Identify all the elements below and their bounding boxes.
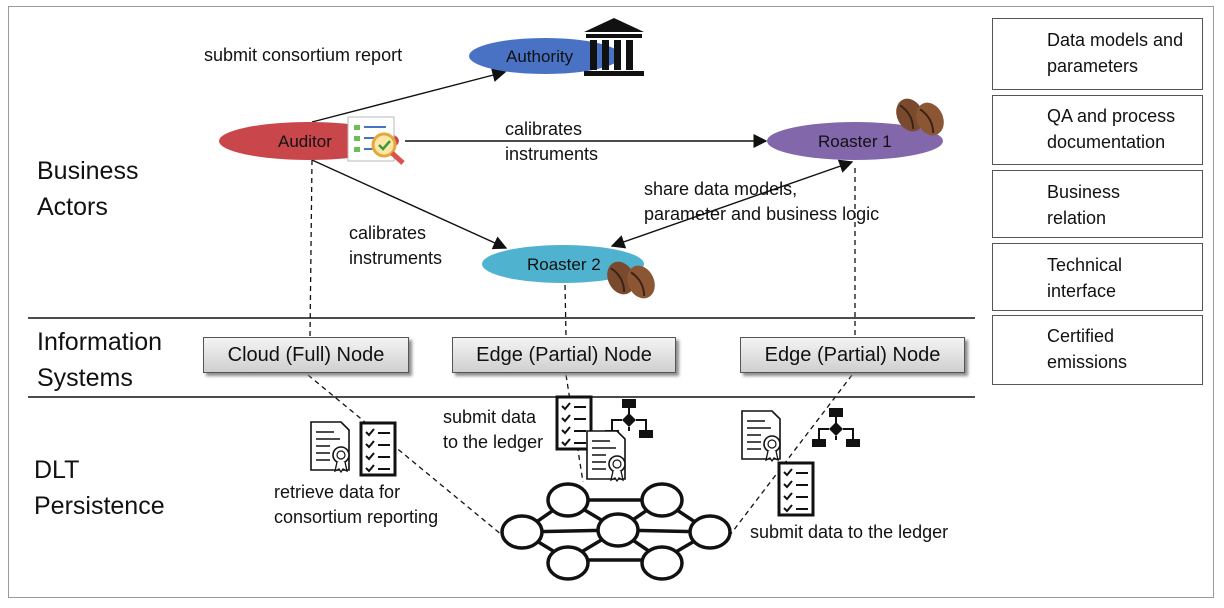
certificate-icon <box>310 421 350 473</box>
cloud-full-node: Cloud (Full) Node <box>203 337 409 373</box>
legend-qa-documentation: QA and process documentation <box>992 95 1203 165</box>
layer-information-systems: Information Systems <box>37 328 163 392</box>
diagram-frame <box>8 6 1214 598</box>
submit-right-label: submit data to the ledger <box>750 522 949 542</box>
org-chart-icon <box>811 407 861 448</box>
roaster2-actor <box>482 245 644 283</box>
bank-icon <box>584 18 644 76</box>
authority-actor <box>469 38 621 74</box>
certificate-icon <box>741 410 781 462</box>
layer-business-actors: Business Actors <box>37 157 139 221</box>
legend-certified-emissions: Certified emissions <box>992 315 1203 385</box>
submit-report-label: submit consortium report <box>204 45 403 65</box>
legend-technical-interface: Technical interface <box>992 243 1203 311</box>
edge-partial-node-1: Edge (Partial) Node <box>452 337 676 373</box>
legend-business-relation: Business relation <box>992 170 1203 238</box>
roaster1-label: Roaster 1 <box>818 132 892 151</box>
retrieve-label: retrieve data for consortium reporting <box>274 482 439 527</box>
checklist-icon <box>555 395 593 451</box>
audit-document-icon <box>347 116 405 165</box>
auditor-label: Auditor <box>278 132 332 151</box>
edge-partial-node-2: Edge (Partial) Node <box>740 337 965 373</box>
checklist-icon <box>777 461 815 517</box>
authority-label: Authority <box>506 47 574 66</box>
dlt-network <box>500 482 732 581</box>
submit-left-label: submit data to the ledger <box>443 407 544 452</box>
roaster1-actor <box>767 122 943 160</box>
checklist-icon <box>359 421 397 477</box>
layer-dlt-persistence: DLT Persistence <box>34 456 165 520</box>
roaster2-label: Roaster 2 <box>527 255 601 274</box>
calibrates-bottom-label: calibrates instruments <box>349 223 443 268</box>
certificate-icon <box>586 430 626 482</box>
business-relations <box>311 68 854 250</box>
calibrates-top-label: calibrates instruments <box>505 119 599 164</box>
share-label: share data models, parameter and busines… <box>644 179 880 224</box>
legend-data-models: Data models and parameters <box>992 18 1203 90</box>
